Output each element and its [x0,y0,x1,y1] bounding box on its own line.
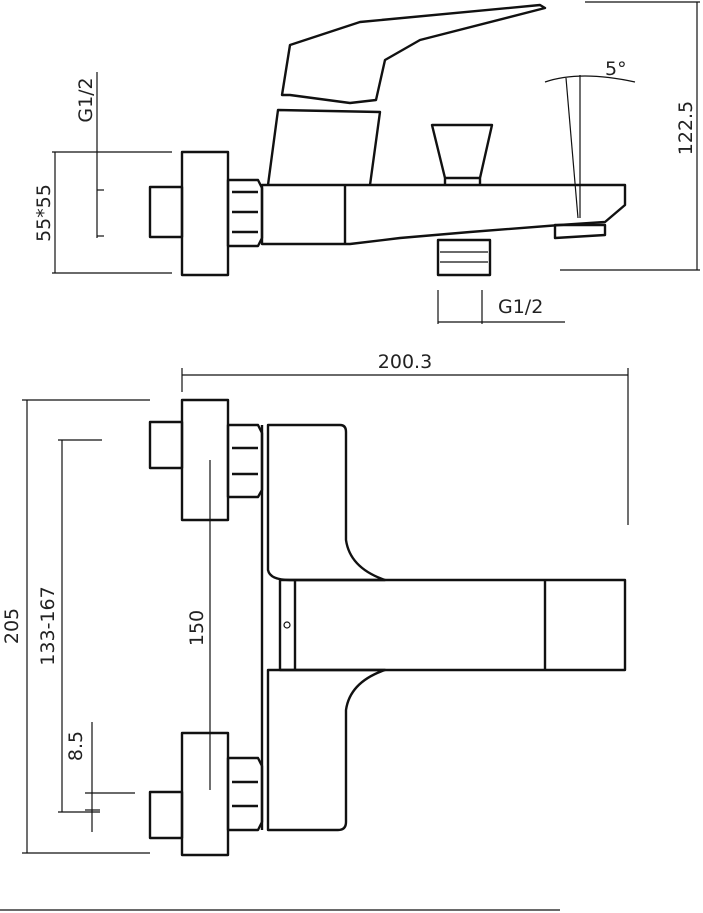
dim-center-distance: 150 [186,460,211,790]
height-label: 122.5 [675,101,697,155]
inlet-thread-label: G1/2 [75,77,97,122]
faucet-body-side [260,3,627,277]
wall-connector-lower [148,731,264,857]
dim-total-height: 205 [1,399,150,854]
dim-flange-size: 55*55 [33,151,172,274]
wall-connector-upper [148,398,264,522]
dim-offset: 8.5 [65,722,135,832]
dim-center-range: 133-167 [37,439,102,813]
side-view: 55*55 G1/2 G1/2 [33,1,700,324]
center-range-label: 133-167 [37,586,59,665]
offset-label: 8.5 [65,731,87,761]
wall-connector-top [148,150,264,277]
width-label: 200.3 [378,351,432,373]
dim-inlet-thread: G1/2 [75,72,104,238]
total-height-label: 205 [1,608,23,644]
faucet-body-front [260,423,627,832]
outlet-thread-label: G1/2 [498,296,543,318]
dim-height: 122.5 [560,1,700,271]
front-view: 200.3 205 133-167 150 8.5 [0,351,629,911]
flange-size-label: 55*55 [33,184,55,242]
spout-angle-label: 5° [605,58,627,80]
dim-outlet-thread: G1/2 [437,290,565,324]
dim-spout-angle: 5° [544,58,636,219]
dim-width: 200.3 [181,351,629,525]
center-distance-label: 150 [186,610,208,646]
